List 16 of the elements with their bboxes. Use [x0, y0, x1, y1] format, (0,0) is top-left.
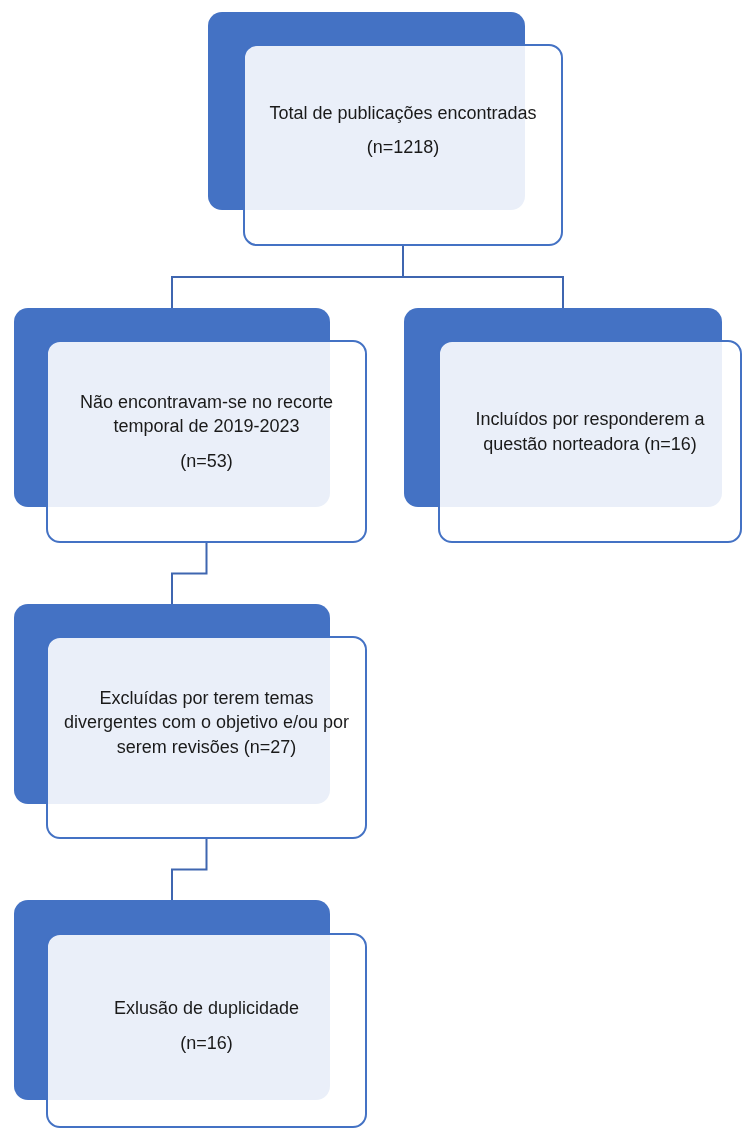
connector-line [171, 542, 208, 605]
box-text: Exlusão de duplicidade [113, 997, 300, 1021]
box-text: (n=53) [180, 449, 233, 473]
box-text: Excluídas por terem temas divergentes com o objetivo e/ou por serem revisões (n=27) [62, 687, 351, 759]
process-box [14, 604, 367, 839]
connector-line [402, 245, 564, 309]
box-text: (n=1218) [366, 136, 440, 159]
box-text: Não encontravam-se no recorte temporal de 2019-2023 [78, 391, 335, 439]
process-box [208, 12, 563, 246]
box-text: Total de publicações encontradas [269, 101, 537, 125]
process-box [404, 308, 742, 543]
process-box [14, 308, 367, 543]
box-text: (n=16) [180, 1031, 233, 1055]
process-box [14, 900, 367, 1128]
connector-line [171, 838, 208, 901]
box-text: Incluídos por responderem a questão norteadora (n=16) [474, 408, 706, 456]
